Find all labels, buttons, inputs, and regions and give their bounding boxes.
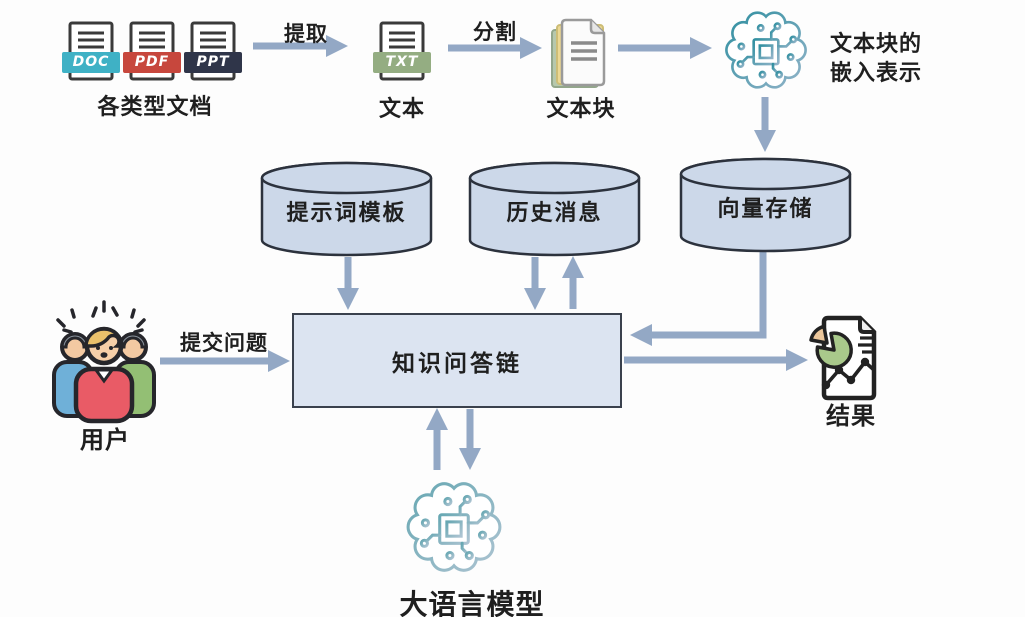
split-arrow-label: 分割: [473, 20, 517, 44]
txt-file-icon: TXT: [373, 21, 431, 85]
pdf-badge: PDF: [123, 52, 181, 73]
embedding-label-line1: 文本块的: [830, 32, 923, 57]
vector-store: 向量存储: [679, 157, 852, 253]
history-messages-label: 历史消息: [506, 201, 603, 226]
text-chunks-icon: [549, 17, 615, 97]
qa-chain-label: 知识问答链: [392, 350, 522, 377]
ppt-file-icon: PPT: [184, 21, 242, 85]
doc-types-label: 各类型文档: [97, 95, 213, 120]
doc-file-icon: DOC: [62, 21, 120, 85]
text-label: 文本: [378, 97, 425, 122]
llm-brain-chip-icon: [403, 471, 505, 587]
doc-badge: DOC: [62, 52, 120, 73]
history-messages-store: 历史消息: [468, 161, 641, 257]
arrow-vector-to-chain: [630, 251, 767, 346]
llm-label: 大语言模型: [399, 588, 545, 617]
user-label: 用户: [80, 426, 130, 454]
prompt-template-store: 提示词模板: [260, 161, 433, 257]
users-icon: [44, 296, 164, 428]
result-label: 结果: [826, 402, 876, 430]
result-report-icon: [808, 312, 892, 408]
submit-question-arrow-label: 提交问题: [180, 331, 268, 355]
embedding-brain-chip-icon: [722, 3, 810, 101]
embedding-label: 文本块的 嵌入表示: [830, 30, 922, 88]
txt-badge: TXT: [373, 52, 431, 73]
prompt-template-label: 提示词模板: [286, 201, 407, 226]
qa-chain-box: 知识问答链: [292, 313, 622, 408]
pdf-file-icon: PDF: [123, 21, 181, 85]
chunks-label: 文本块: [546, 97, 616, 122]
embedding-label-line2: 嵌入表示: [830, 61, 923, 87]
extract-arrow-label: 提取: [284, 22, 328, 46]
vector-store-label: 向量存储: [717, 197, 814, 222]
ppt-badge: PPT: [184, 52, 242, 73]
